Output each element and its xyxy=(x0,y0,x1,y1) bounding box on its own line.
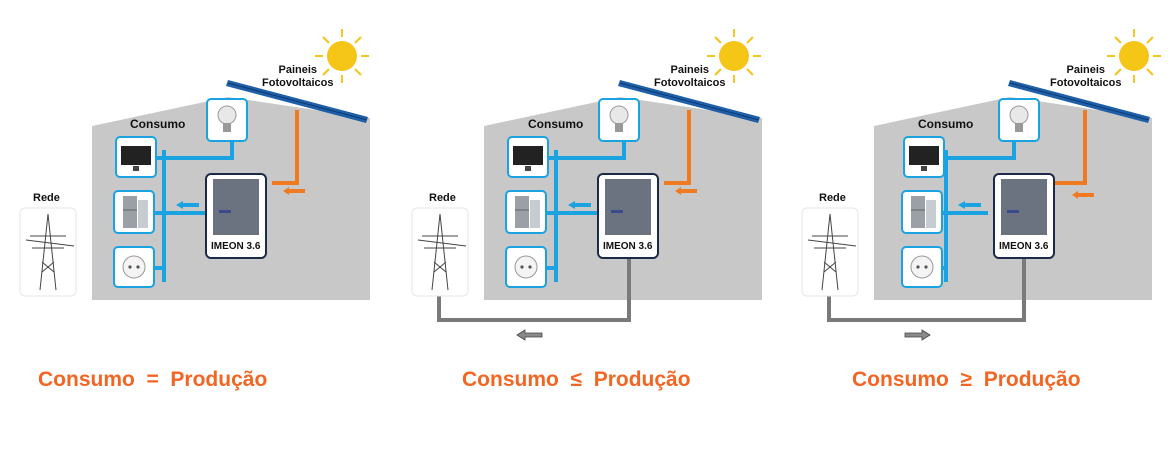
consumption-flow-arrow xyxy=(176,201,199,209)
inverter-label: IMEON 3.6 xyxy=(211,241,261,252)
pv-line xyxy=(272,110,299,185)
scenario-caption: Consumo ≤ Produção xyxy=(462,368,691,391)
pv-flow-arrow xyxy=(1072,191,1094,199)
power-pylon-icon xyxy=(411,207,469,297)
solar-panel-edge xyxy=(619,82,760,121)
solar-panel-edge xyxy=(227,82,368,121)
panels-label-line1: Paineis xyxy=(278,64,318,76)
refrigerator-icon xyxy=(505,190,547,234)
panels-label-line1: Paineis xyxy=(1066,64,1106,76)
refrigerator-icon xyxy=(901,190,943,234)
panels-label-line2: Fotovoltaicos xyxy=(1050,77,1122,89)
power-socket-icon xyxy=(901,246,943,288)
panels-label-line2: Fotovoltaicos xyxy=(654,77,726,89)
scene-2-drawing xyxy=(411,29,762,341)
grid-label: Rede xyxy=(819,192,846,204)
panels-label: Paineis Fotovoltaicos xyxy=(1050,64,1122,90)
grid-flow-arrow-left xyxy=(516,329,543,341)
refrigerator-icon xyxy=(113,190,155,234)
consumption-lines xyxy=(546,137,626,282)
inverter-icon xyxy=(205,173,267,259)
pv-line xyxy=(1054,110,1087,185)
power-pylon-icon xyxy=(801,207,859,297)
consumption-label: Consumo xyxy=(528,117,584,131)
solar-panel-edge xyxy=(1009,82,1150,121)
inverter-icon xyxy=(993,173,1055,259)
consumption-flow-arrow xyxy=(958,201,981,209)
pv-line xyxy=(664,110,691,185)
grid-label: Rede xyxy=(429,192,456,204)
panels-label: Paineis Fotovoltaicos xyxy=(262,64,334,90)
scenario-caption: Consumo = Produção xyxy=(38,368,268,391)
consumption-label: Consumo xyxy=(918,117,974,131)
scene-3: Paineis Fotovoltaicos Consumo Rede IMEON… xyxy=(782,0,1170,450)
light-bulb-icon xyxy=(998,98,1040,142)
light-bulb-icon xyxy=(206,98,248,142)
power-socket-icon xyxy=(113,246,155,288)
grid-flow-arrow-right xyxy=(904,329,931,341)
pv-flow-arrow xyxy=(283,187,305,195)
television-icon xyxy=(115,136,157,178)
sun-icon xyxy=(315,29,369,83)
grid-line xyxy=(437,258,631,322)
sun-icon xyxy=(707,29,761,83)
power-socket-icon xyxy=(505,246,547,288)
consumption-lines xyxy=(936,137,1016,282)
inverter-label: IMEON 3.6 xyxy=(999,241,1049,252)
television-icon xyxy=(903,136,945,178)
television-icon xyxy=(507,136,549,178)
panels-label-line2: Fotovoltaicos xyxy=(262,77,334,89)
panels-label-line1: Paineis xyxy=(670,64,710,76)
scenario-caption: Consumo ≥ Produção xyxy=(852,368,1081,391)
grid-label: Rede xyxy=(33,192,60,204)
light-bulb-icon xyxy=(598,98,640,142)
sun-icon xyxy=(1107,29,1161,83)
consumption-label: Consumo xyxy=(130,117,186,131)
scene-3-drawing xyxy=(801,29,1161,341)
grid-line xyxy=(827,258,1026,322)
scene-1-drawing xyxy=(19,29,370,300)
pv-flow-arrow xyxy=(675,187,697,195)
inverter-icon xyxy=(597,173,659,259)
scene-1: Paineis Fotovoltaicos Consumo Rede IMEON… xyxy=(0,0,390,450)
panels-label: Paineis Fotovoltaicos xyxy=(654,64,726,90)
scene-2: Paineis Fotovoltaicos Consumo Rede IMEON… xyxy=(392,0,782,450)
power-pylon-icon xyxy=(19,207,77,297)
consumption-flow-arrow xyxy=(568,201,591,209)
consumption-lines xyxy=(154,137,234,282)
inverter-label: IMEON 3.6 xyxy=(603,241,653,252)
